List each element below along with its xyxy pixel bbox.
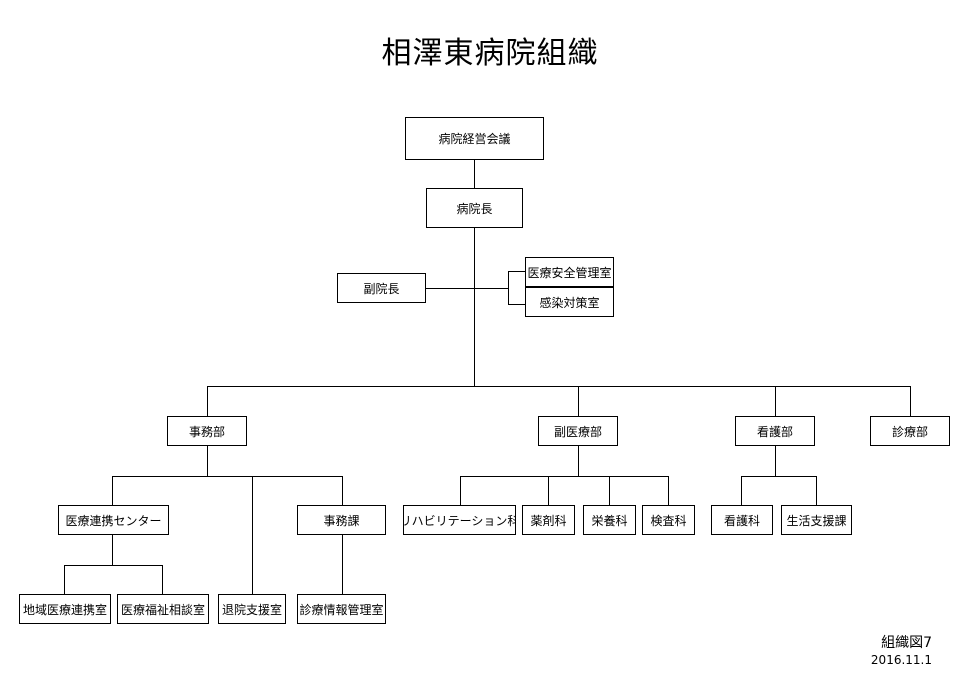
node-nutrition: 栄養科 — [583, 505, 636, 535]
node-clinical-dept: 診療部 — [870, 416, 950, 446]
node-admin-section: 事務課 — [297, 505, 386, 535]
date-label: 2016.11.1 — [870, 653, 932, 667]
connector — [426, 288, 474, 289]
node-laboratory: 検査科 — [642, 505, 695, 535]
node-infection-control: 感染対策室 — [525, 287, 614, 317]
connector — [460, 476, 461, 505]
node-rehab: リハビリテーション科 — [403, 505, 516, 535]
connector — [508, 304, 525, 305]
connector — [64, 565, 162, 566]
node-pharmacy: 薬剤科 — [522, 505, 575, 535]
node-vice-medical-dept: 副医療部 — [538, 416, 618, 446]
connector — [64, 565, 65, 594]
connector — [578, 446, 579, 476]
connector — [112, 476, 113, 505]
connector — [207, 386, 208, 416]
connector — [207, 386, 911, 387]
connector — [207, 446, 208, 476]
connector — [474, 228, 475, 386]
connector — [508, 271, 509, 305]
connector — [741, 476, 816, 477]
node-regional-liaison-room: 地域医療連携室 — [19, 594, 111, 624]
connector — [460, 476, 669, 477]
connector — [474, 288, 508, 289]
connector — [816, 476, 817, 505]
connector — [548, 476, 549, 505]
connector — [775, 446, 776, 476]
connector — [162, 565, 163, 594]
node-life-support-section: 生活支援課 — [781, 505, 852, 535]
figure-label: 組織図7 — [881, 635, 932, 651]
node-management-council: 病院経営会議 — [405, 117, 544, 160]
connector — [578, 386, 579, 416]
node-regional-liaison-center: 医療連携センター — [58, 505, 169, 535]
node-nursing-section: 看護科 — [711, 505, 773, 535]
connector — [775, 386, 776, 416]
page-title: 相澤東病院組織 — [381, 36, 599, 71]
connector — [112, 535, 113, 565]
connector — [112, 476, 342, 477]
connector — [741, 476, 742, 505]
node-director: 病院長 — [426, 188, 523, 228]
node-nursing-dept: 看護部 — [735, 416, 815, 446]
node-admin-dept: 事務部 — [167, 416, 247, 446]
connector — [252, 476, 253, 594]
node-medical-info-room: 診療情報管理室 — [297, 594, 386, 624]
node-vice-director: 副院長 — [337, 273, 426, 303]
connector — [342, 535, 343, 594]
node-discharge-support: 退院支援室 — [218, 594, 286, 624]
connector — [474, 160, 475, 188]
connector — [668, 476, 669, 505]
node-welfare-consult-room: 医療福祉相談室 — [117, 594, 209, 624]
connector — [910, 386, 911, 416]
connector — [342, 476, 343, 505]
connector — [508, 271, 525, 272]
connector — [609, 476, 610, 505]
node-medical-safety: 医療安全管理室 — [525, 257, 614, 287]
